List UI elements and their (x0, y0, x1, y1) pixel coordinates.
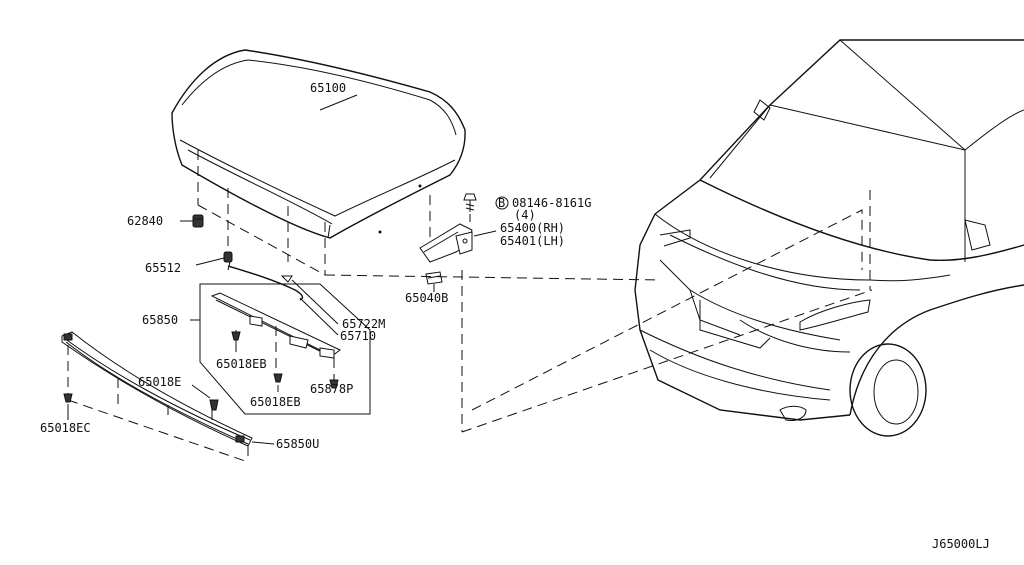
lower-seal-dashes (67, 345, 249, 463)
label-65018E: 65018E (138, 375, 181, 389)
bolt-symbol-letter: B (498, 196, 505, 210)
clip-65018E (191, 384, 219, 411)
clip-65878P (329, 379, 339, 389)
hood-prop-rod (227, 261, 339, 336)
hood-projection-lines (197, 150, 463, 432)
label-65018EB-2: 65018EB (250, 395, 301, 409)
clip-65018EC (63, 393, 73, 420)
clip-65018EB-1 (231, 331, 241, 350)
label-65878P: 65878P (310, 382, 353, 396)
clip-65018EB-2 (273, 373, 283, 392)
label-65018EB-1: 65018EB (216, 357, 267, 371)
grommet-65512 (195, 251, 233, 266)
label-65400-rh: 65400(RH) (500, 221, 565, 235)
label-65040B: 65040B (405, 291, 448, 305)
hood-hinge (419, 223, 497, 263)
hinge-bolt (463, 193, 477, 222)
label-08146-8161G: 08146-8161G (512, 196, 591, 210)
hood-panel (171, 49, 466, 239)
label-bolt-qty: (4) (514, 208, 536, 222)
label-65850U: 65850U (276, 437, 319, 451)
label-65710: 65710 (340, 329, 376, 343)
diagram-code: J65000LJ (932, 537, 990, 551)
label-62840: 62840 (127, 214, 163, 228)
lower-seal-65850U (61, 331, 275, 447)
label-65100: 65100 (310, 81, 346, 95)
bumper-rubber-62840 (180, 214, 204, 228)
label-65850: 65850 (142, 313, 178, 327)
label-65018EC: 65018EC (40, 421, 91, 435)
label-65401-lh: 65401(LH) (500, 234, 565, 248)
vehicle-front-view (634, 39, 1024, 437)
cowl-seal-box (190, 283, 371, 415)
label-65512: 65512 (145, 261, 181, 275)
hinge-bracket-65040B (425, 271, 443, 292)
vehicle-connection-lines (324, 190, 873, 433)
bolt-symbol: B (495, 196, 509, 210)
hood-leader (319, 94, 358, 111)
